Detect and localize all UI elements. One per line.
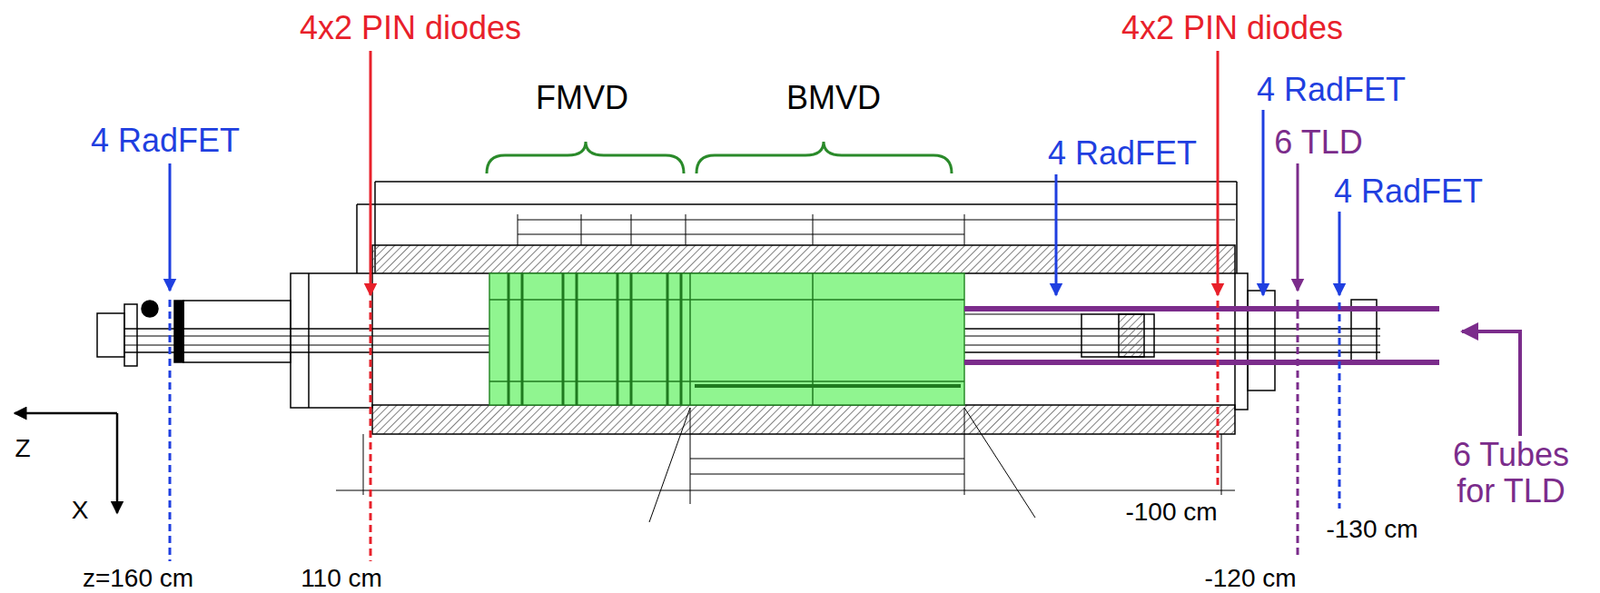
mechanical-outline (355, 204, 358, 274)
sensor-pointers (1296, 163, 1300, 291)
sensor-pointers (369, 50, 373, 296)
detector-brackets (486, 141, 684, 174)
mechanical-outline (1081, 314, 1155, 357)
mechanical-outline (1118, 314, 1145, 357)
mechanical-outline (124, 304, 138, 366)
silicon-detector-region (489, 298, 965, 301)
mechanical-outline (290, 273, 373, 408)
sensor-pointers (369, 300, 373, 562)
silicon-detector-region (489, 380, 965, 383)
mechanical-outline (1234, 273, 1248, 410)
mechanical-outline (1247, 290, 1275, 391)
silicon-detector-region (694, 384, 961, 388)
sensor-pointers (1338, 211, 1342, 296)
sensor-pointers (168, 299, 172, 562)
mechanical-outline (183, 300, 291, 363)
mechanical-outline (517, 214, 519, 246)
sensor-pointers (1262, 109, 1265, 296)
mechanical-outline (631, 214, 633, 246)
sensor-pointers (1296, 299, 1300, 560)
silicon-detector-region (521, 273, 524, 405)
silicon-detector-region (562, 273, 565, 405)
sensor-label: 6 TLD (1274, 124, 1363, 161)
sensor-pointers (1055, 174, 1058, 296)
detector-name: BMVD (786, 79, 881, 117)
mechanical-outline (964, 407, 1036, 518)
position-label: -100 cm (1125, 498, 1217, 527)
tld-tubes (964, 308, 1521, 436)
axis-arrows (14, 412, 118, 415)
mechanical-outline (375, 180, 1237, 183)
mechanical-outline (307, 273, 310, 408)
sensor-label: 4x2 PIN diodes (1121, 9, 1344, 47)
sensor-label: 4 RadFET (1333, 173, 1483, 210)
mechanical-outline (964, 314, 1082, 316)
mechanical-outline (1221, 434, 1223, 495)
silicon-detector-region (489, 273, 965, 405)
silicon-detector-region (489, 273, 965, 405)
tld-tubes (964, 306, 1440, 312)
position-label: -130 cm (1325, 515, 1418, 544)
sensor-pointers (1216, 50, 1220, 296)
position-label: -120 cm (1204, 564, 1296, 593)
mechanical-outline (690, 407, 692, 504)
silicon-detector-region (575, 273, 579, 405)
detector-brackets (486, 141, 952, 174)
sensor-label: 4 RadFET (1047, 135, 1197, 172)
silicon-detector-region (689, 273, 692, 405)
tld-tubes (1461, 331, 1521, 436)
detector-name: FMVD (535, 79, 629, 117)
silicon-detector-region (630, 273, 633, 405)
mechanical-outline (649, 407, 691, 523)
sensor-pointers (1338, 302, 1342, 509)
silicon-detector-region (616, 273, 620, 405)
mechanical-outline (97, 181, 1381, 523)
position-label: 110 cm (300, 564, 383, 593)
mechanical-outline (964, 214, 966, 246)
tld-tubes (964, 359, 1440, 366)
mechanical-outline (174, 300, 184, 363)
mechanical-outline (517, 219, 1235, 221)
sensor-pointers (1216, 300, 1220, 489)
axis-arrows (14, 413, 118, 514)
sensor-label: 4 RadFET (90, 122, 240, 159)
silicon-detector-region (508, 273, 682, 405)
mechanical-outline (685, 214, 687, 246)
mechanical-outline (964, 407, 966, 495)
mechanical-outline (581, 214, 583, 246)
silicon-detector-region (666, 273, 670, 405)
axis-label: X (71, 496, 89, 525)
sensor-pointers (169, 50, 1340, 562)
mechanical-outline (690, 458, 965, 460)
mechanical-outline (812, 214, 814, 246)
axis-label: Z (14, 434, 30, 464)
silicon-detector-region (680, 273, 683, 405)
sensor-label: 6 Tubes for TLD (1433, 436, 1589, 509)
axis-arrows (116, 413, 119, 514)
mechanical-outline (372, 404, 1235, 435)
sensor-label: 4 RadFET (1256, 71, 1406, 109)
silicon-detector-region (507, 273, 511, 405)
mechanical-outline (335, 490, 1235, 492)
mechanical-outline (372, 245, 1235, 274)
mechanical-outline (97, 313, 125, 357)
detector-brackets (696, 141, 952, 174)
mechanical-outline (517, 234, 965, 236)
silicon-detector-region (489, 273, 965, 405)
position-label: z=160 cm (82, 564, 194, 593)
mechanical-outline (1235, 181, 1238, 274)
sensor-pointers (168, 163, 172, 291)
mechanical-outline (690, 474, 965, 475)
sensor-label: 4x2 PIN diodes (299, 9, 522, 47)
mechanical-outline (363, 434, 365, 495)
mechanical-outline (141, 300, 159, 317)
mechanical-outline (356, 203, 1237, 206)
